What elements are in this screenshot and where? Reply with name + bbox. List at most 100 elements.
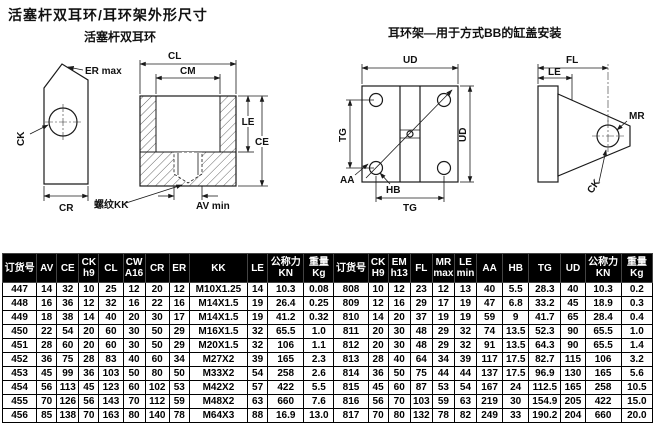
dimension-cell: 167 <box>476 380 504 395</box>
dimension-cell: 22 <box>144 296 170 311</box>
column-header: ER <box>168 253 190 283</box>
dimension-cell: 40 <box>476 282 504 297</box>
dimension-cell: 102 <box>144 380 170 395</box>
dimension-cell: 29 <box>409 296 433 311</box>
column-header: LE <box>247 253 269 283</box>
dimension-cell: 137 <box>476 366 504 381</box>
dimension-cell: 1.0 <box>303 324 335 339</box>
dimension-cell: 138 <box>56 408 80 423</box>
dimension-cell: 143 <box>98 394 124 409</box>
dimension-cell: 96.9 <box>528 366 562 381</box>
column-header: LE min <box>453 253 478 283</box>
dimension-cell: M42X2 <box>188 380 249 395</box>
dimension-cell: 14 <box>367 310 389 325</box>
dimension-cell: 70 <box>122 394 146 409</box>
column-header: FL <box>409 253 433 283</box>
dimension-cell: 7.6 <box>303 394 335 409</box>
dimension-cell: 23 <box>409 282 433 297</box>
dimension-cell: 20 <box>367 338 389 353</box>
dimension-cell: 53 <box>168 380 190 395</box>
dimension-cell: 59 <box>431 394 455 409</box>
dimension-cell: 28.3 <box>528 282 562 297</box>
dimension-cell: 20 <box>122 310 146 325</box>
dimension-cell: 30 <box>122 338 146 353</box>
dimension-cell: 2.3 <box>303 352 335 367</box>
dimension-cell: 0.32 <box>303 310 335 325</box>
dimension-cell: 64 <box>409 352 433 367</box>
dimension-cell: 14 <box>78 310 100 325</box>
dimension-cell: 41.2 <box>267 310 305 325</box>
dimension-cell: 44 <box>453 366 478 381</box>
dim-label-tg-left: TG <box>338 128 349 142</box>
column-header: TG <box>528 253 562 283</box>
column-header: EM h13 <box>387 253 411 283</box>
dimension-cell: 1.1 <box>303 338 335 353</box>
dim-label-er-max: ER max <box>85 66 122 77</box>
dimension-cell: 1.0 <box>620 324 654 339</box>
dimension-cell: 90 <box>560 324 586 339</box>
dimension-cell: M10X1.25 <box>188 282 249 297</box>
dim-label-aa: AA <box>340 175 354 186</box>
dimension-cell: 163 <box>98 408 124 423</box>
column-header: CL <box>98 253 124 283</box>
dim-label-cl: CL <box>168 51 181 62</box>
column-header: AV <box>36 253 58 283</box>
dimension-cell: 106 <box>267 338 305 353</box>
dimension-cell: 60 <box>56 338 80 353</box>
dimension-cell: M14X1.5 <box>188 296 249 311</box>
dimension-cell: 56 <box>36 380 58 395</box>
dimension-cell: 16.9 <box>267 408 305 423</box>
dimension-cell: 28 <box>36 338 58 353</box>
dimension-cell: 13.0 <box>303 408 335 423</box>
technical-drawings: ER max CK CR CL CM <box>16 51 645 214</box>
dimension-cell: 17 <box>168 310 190 325</box>
dimension-cell: 13.5 <box>502 338 530 353</box>
dimension-cell: M16X1.5 <box>188 324 249 339</box>
dimension-cell: 78 <box>431 408 455 423</box>
dimension-cell: 10.3 <box>584 282 622 297</box>
dimension-cell: 140 <box>144 408 170 423</box>
dimension-cell: 34 <box>431 352 455 367</box>
order-number-cell: 453 <box>1 366 38 381</box>
dimension-cell: 5.6 <box>620 366 654 381</box>
dimension-cell: 130 <box>560 366 586 381</box>
dimension-cell: 10 <box>78 282 100 297</box>
dimension-cell: 32 <box>247 324 269 339</box>
column-header: MR max <box>431 253 455 283</box>
dimension-cell: 16 <box>387 296 411 311</box>
dimension-cell: 59 <box>168 394 190 409</box>
column-header: 订货号 <box>1 253 38 283</box>
dim-label-cm: CM <box>180 66 196 77</box>
dimension-cell: 56 <box>367 394 389 409</box>
dimension-cell: 0.25 <box>303 296 335 311</box>
dimension-cell: 660 <box>584 408 622 423</box>
order-number-cell: 813 <box>333 352 369 367</box>
dimension-cell: 87 <box>409 380 433 395</box>
dimension-cell: 205 <box>560 394 586 409</box>
dim-label-cr: CR <box>59 203 74 214</box>
dimension-cell: 48 <box>409 324 433 339</box>
order-number-cell: 811 <box>333 324 369 339</box>
dimension-cell: 65.5 <box>584 338 622 353</box>
dimension-cell: 32 <box>453 324 478 339</box>
dimension-cell: 78 <box>168 408 190 423</box>
dimension-cell: 74 <box>476 324 504 339</box>
dimension-cell: 85 <box>36 408 58 423</box>
dimension-cell: 60 <box>98 324 124 339</box>
dimension-cell: 48 <box>409 338 433 353</box>
dimension-cell: 28.4 <box>584 310 622 325</box>
dimension-cell: 70 <box>367 408 389 423</box>
dimension-cell: 126 <box>56 394 80 409</box>
column-header: 重量 Kg <box>303 253 335 283</box>
dimension-cell: M48X2 <box>188 394 249 409</box>
dimension-cell: 422 <box>584 394 622 409</box>
drawing-rod-eye-section-view: CL CM LE CE AV min <box>94 51 270 212</box>
dimension-cell: 60 <box>98 338 124 353</box>
dimension-cell: 50 <box>122 366 146 381</box>
dimension-cell: 5.5 <box>502 282 530 297</box>
dimension-cell: 33.2 <box>528 296 562 311</box>
